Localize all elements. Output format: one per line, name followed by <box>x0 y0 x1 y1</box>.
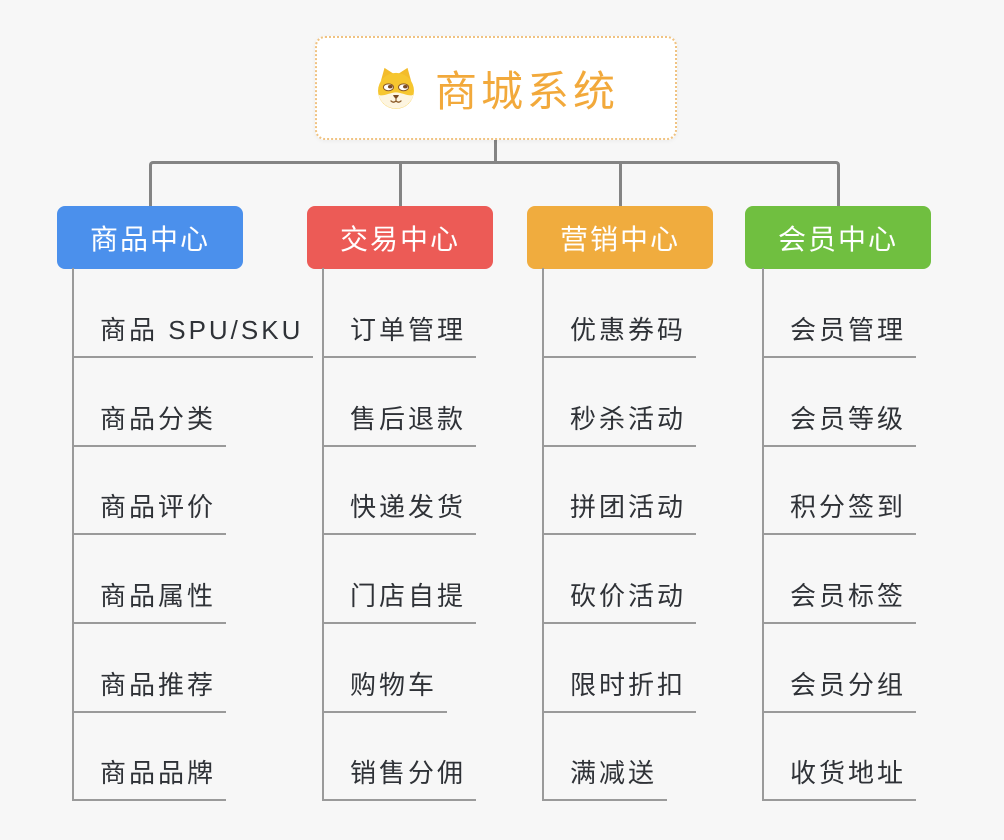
leaf-label: 会员管理 <box>790 315 907 345</box>
leaf-label: 销售分佣 <box>350 758 467 788</box>
leaf-label: 秒杀活动 <box>570 404 687 434</box>
leaf-label: 商品属性 <box>100 581 217 611</box>
leaf-label: 门店自提 <box>350 581 467 611</box>
leaf-node[interactable]: 商品 SPU/SKU <box>72 304 314 358</box>
leaf-node[interactable]: 购物车 <box>322 659 448 713</box>
leaf-node[interactable]: 积分签到 <box>762 481 917 535</box>
leaf-node[interactable]: 优惠券码 <box>542 304 697 358</box>
branch-header-trade-center[interactable]: 交易中心 <box>307 206 493 269</box>
connector-branch-drop <box>399 161 402 207</box>
leaf-label: 售后退款 <box>350 404 467 434</box>
leaf-label: 商品评价 <box>100 492 217 522</box>
leaf-node[interactable]: 砍价活动 <box>542 570 697 624</box>
leaf-label: 商品推荐 <box>100 670 217 700</box>
leaf-node[interactable]: 销售分佣 <box>322 747 477 801</box>
leaf-node[interactable]: 会员等级 <box>762 393 917 447</box>
leaf-label: 订单管理 <box>350 315 467 345</box>
leaf-label: 会员等级 <box>790 404 907 434</box>
leaf-node[interactable]: 秒杀活动 <box>542 393 697 447</box>
leaf-node[interactable]: 会员标签 <box>762 570 917 624</box>
leaf-label: 商品品牌 <box>100 758 217 788</box>
leaf-label: 积分签到 <box>790 492 907 522</box>
leaf-label: 会员分组 <box>790 670 907 700</box>
leaf-node[interactable]: 快递发货 <box>322 481 477 535</box>
leaf-label: 商品分类 <box>100 404 217 434</box>
leaf-node[interactable]: 商品属性 <box>72 570 227 624</box>
leaf-node[interactable]: 商品评价 <box>72 481 227 535</box>
dog-face-icon <box>378 67 414 109</box>
leaf-label: 砍价活动 <box>570 581 687 611</box>
leaf-label: 快递发货 <box>350 492 467 522</box>
connector-trunk <box>149 161 840 210</box>
connector-root-drop <box>494 140 497 164</box>
leaf-node[interactable]: 收货地址 <box>762 747 917 801</box>
leaf-node[interactable]: 商品品牌 <box>72 747 227 801</box>
leaf-label: 会员标签 <box>790 581 907 611</box>
leaf-label: 满减送 <box>570 758 658 788</box>
branch-header-marketing-center[interactable]: 营销中心 <box>527 206 713 269</box>
leaf-label: 拼团活动 <box>570 492 687 522</box>
leaf-label: 商品 SPU/SKU <box>100 315 304 345</box>
leaf-label: 收货地址 <box>790 758 907 788</box>
leaf-label: 优惠券码 <box>570 315 687 345</box>
leaf-node[interactable]: 限时折扣 <box>542 659 697 713</box>
leaf-node[interactable]: 会员管理 <box>762 304 917 358</box>
leaf-node[interactable]: 门店自提 <box>322 570 477 624</box>
leaf-node[interactable]: 商品分类 <box>72 393 227 447</box>
leaf-node[interactable]: 订单管理 <box>322 304 477 358</box>
root-node-title: 商城系统 <box>434 67 619 115</box>
connector-branch-drop <box>619 161 622 207</box>
leaf-label: 限时折扣 <box>570 670 687 700</box>
root-node[interactable]: 商城系统 <box>315 36 677 140</box>
leaf-node[interactable]: 商品推荐 <box>72 659 227 713</box>
leaf-label: 购物车 <box>350 670 438 700</box>
leaf-node[interactable]: 拼团活动 <box>542 481 697 535</box>
branch-header-member-center[interactable]: 会员中心 <box>745 206 931 269</box>
leaf-node[interactable]: 满减送 <box>542 747 668 801</box>
leaf-node[interactable]: 售后退款 <box>322 393 477 447</box>
leaf-node[interactable]: 会员分组 <box>762 659 917 713</box>
branch-header-product-center[interactable]: 商品中心 <box>57 206 243 269</box>
